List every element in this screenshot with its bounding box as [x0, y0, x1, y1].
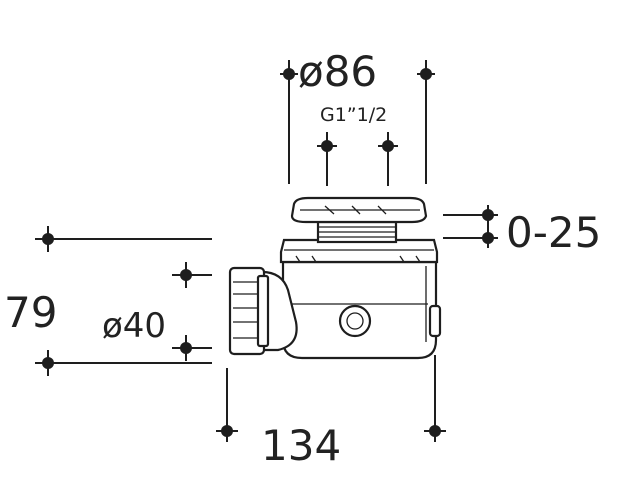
dim-marker	[180, 342, 192, 354]
label-thread: G1”1/2	[320, 104, 387, 126]
dim-marker	[429, 425, 441, 437]
dim-marker	[180, 269, 192, 281]
label-height: 79	[4, 288, 57, 337]
dim-marker	[42, 233, 54, 245]
dim-height: 79	[4, 226, 212, 376]
dim-marker	[382, 140, 394, 152]
dim-marker	[482, 209, 494, 221]
dim-length: 134	[216, 355, 446, 470]
dim-marker	[420, 68, 432, 80]
label-top-diameter: ø86	[298, 47, 377, 96]
dim-marker	[482, 232, 494, 244]
dim-marker	[283, 68, 295, 80]
body-flange	[279, 238, 439, 264]
dim-marker	[221, 425, 233, 437]
dim-marker	[321, 140, 333, 152]
label-length: 134	[261, 421, 341, 470]
dim-outlet-diameter: ø40	[102, 262, 212, 361]
dim-adjustment: 0-25	[443, 205, 601, 257]
drain-body	[228, 196, 442, 360]
label-adjustment: 0-25	[506, 208, 601, 257]
dim-thread: G1”1/2	[317, 104, 398, 186]
dim-top-diameter: ø86	[280, 47, 435, 184]
cleanout-plug	[338, 304, 372, 338]
dim-marker	[42, 357, 54, 369]
label-outlet-diameter: ø40	[102, 306, 166, 346]
body-neck	[260, 270, 298, 352]
